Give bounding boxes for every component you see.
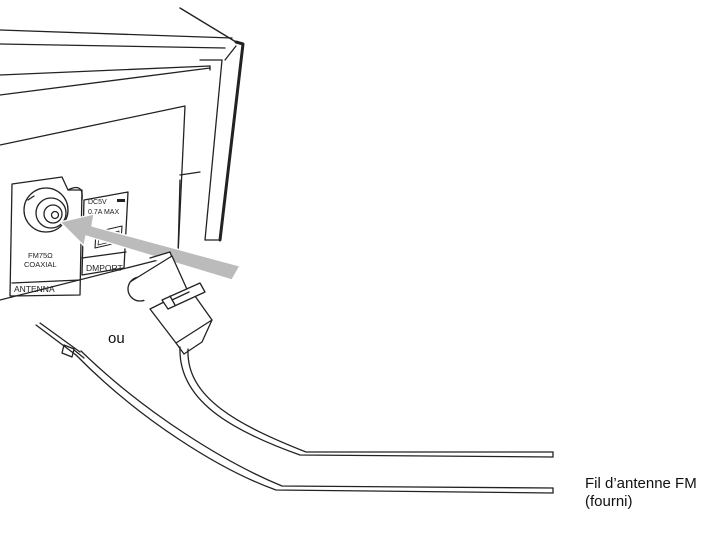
wire-caption-line2: (fourni) <box>585 493 633 510</box>
wire-caption: Fil d’antenne FM (fourni) <box>585 475 697 511</box>
fm-wire-bare-lead <box>35 322 554 494</box>
unit-housing <box>0 7 245 301</box>
insert-arrow-icon <box>59 213 241 281</box>
port-rating-line2: 0.7A MAX <box>88 209 119 216</box>
fm-wire-from-plug <box>179 346 554 458</box>
antenna-plug <box>127 251 213 355</box>
antenna-section-label: ANTENNA <box>14 284 55 294</box>
wire-caption-line1: Fil d’antenne FM <box>585 475 697 492</box>
antenna-impedance-text: FM75Ω <box>28 251 53 260</box>
port-rating-line1: DC5V <box>88 199 107 206</box>
dc-symbol-icon <box>117 199 125 202</box>
port-section-label: DMPORT <box>86 263 123 273</box>
coaxial-jack <box>23 187 69 233</box>
antenna-terminal-block <box>9 176 83 297</box>
or-label: ou <box>108 330 125 347</box>
antenna-type-text: COAXIAL <box>24 260 57 269</box>
